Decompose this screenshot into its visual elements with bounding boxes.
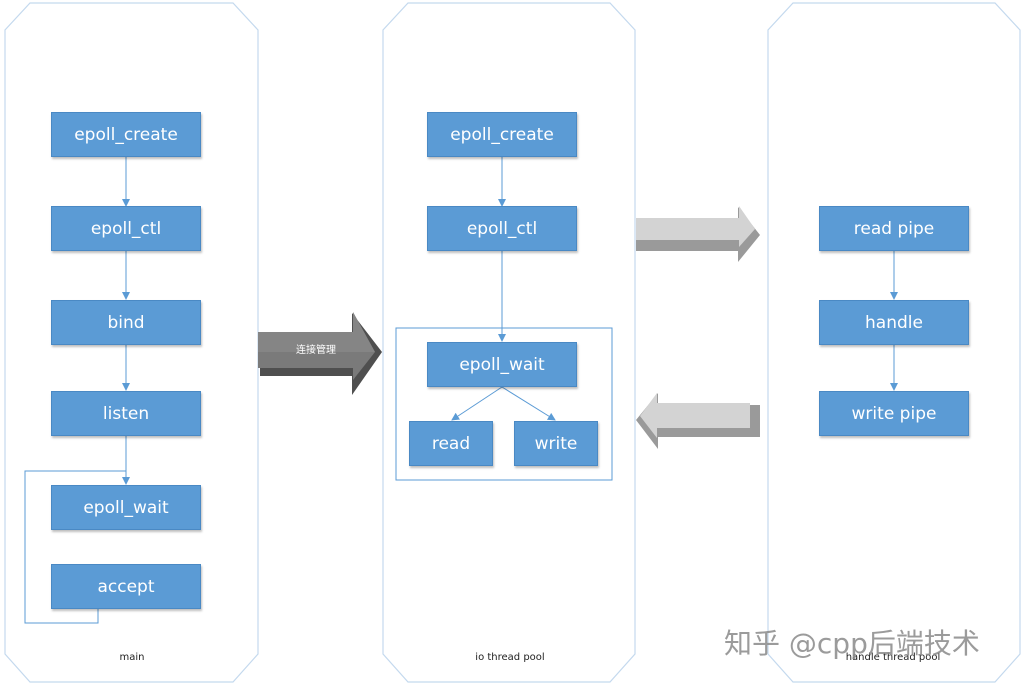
io-arrow-write (501, 386, 556, 421)
main-to-io-arrow (258, 312, 382, 395)
io-panel-label: io thread pool (475, 652, 545, 663)
main-step-bind: bind (51, 300, 201, 345)
handle-step-handle: handle (819, 300, 969, 345)
io-step-epoll-create: epoll_create (427, 112, 577, 157)
io-step-read: read (409, 421, 493, 466)
io-loop-frame (395, 327, 613, 481)
main-panel-label: main (119, 652, 145, 663)
handle-step-write-pipe: write pipe (819, 391, 969, 436)
main-to-io-arrow-label: 连接管理 (296, 343, 336, 356)
handle-to-io-arrow (636, 393, 760, 449)
handle-step-read-pipe: read pipe (819, 206, 969, 251)
io-to-handle-arrow (636, 206, 760, 262)
io-arrow-read (451, 386, 503, 421)
main-step-listen: listen (51, 391, 201, 436)
io-step-epoll-wait: epoll_wait (427, 342, 577, 387)
watermark: 知乎 @cpp后端技术 (724, 627, 980, 660)
handle-panel-label: handle thread pool (845, 652, 941, 663)
main-step-epoll-ctl: epoll_ctl (51, 206, 201, 251)
io-step-epoll-ctl: epoll_ctl (427, 206, 577, 251)
main-step-accept: accept (51, 564, 201, 609)
io-step-write: write (514, 421, 598, 466)
main-step-epoll-wait: epoll_wait (51, 485, 201, 530)
main-step-epoll-create: epoll_create (51, 112, 201, 157)
main-loop-line (24, 436, 127, 624)
